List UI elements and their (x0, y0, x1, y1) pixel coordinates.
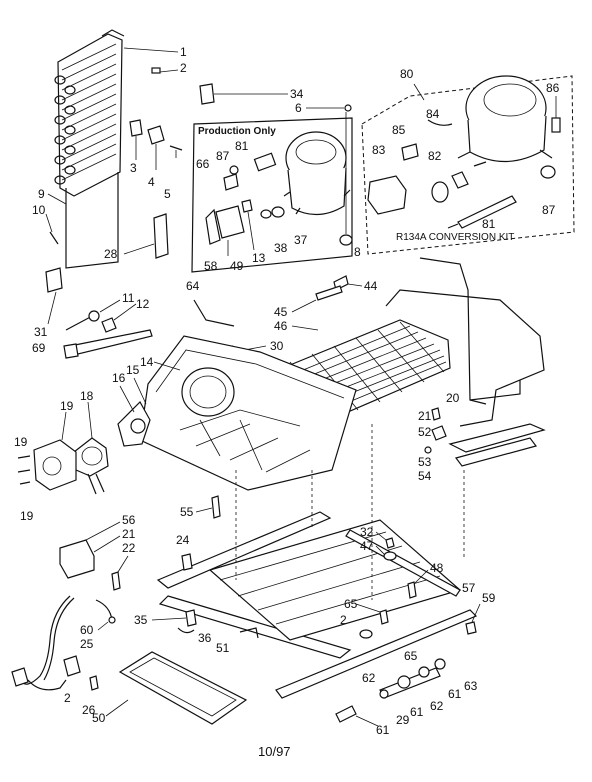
callout-47: 32 (360, 525, 374, 539)
callout-28: 28 (104, 247, 118, 261)
callout-18: 18 (80, 389, 94, 403)
callout-10: 10 (32, 203, 46, 217)
callout-52: 20 (446, 391, 460, 405)
fan-motor (73, 437, 109, 477)
valve-assembly (335, 658, 446, 723)
callout-38: 38 (274, 241, 288, 255)
callout-55: 53 (418, 455, 432, 469)
callout-50: 61 (376, 723, 390, 737)
callout-3: 3 (130, 161, 137, 175)
part-69 (68, 329, 153, 355)
callout-21-center: 55 (180, 505, 194, 519)
callout-85: 85 (392, 123, 406, 137)
callout-34: 34 (290, 87, 304, 101)
callout-54: 52 (418, 425, 432, 439)
part-28 (153, 213, 169, 259)
callout-21-left: 19 (20, 509, 34, 523)
callout-63: 62 (430, 699, 444, 713)
callout-84: 84 (426, 107, 440, 121)
evaporator-coil (54, 29, 125, 269)
callout-14: 14 (140, 355, 154, 369)
callout-83: 83 (372, 143, 386, 157)
revision-date: 10/97 (258, 744, 291, 759)
callout-2-frame: 65 (344, 597, 358, 611)
alignment-lines (235, 424, 465, 600)
callout-86: 86 (546, 81, 560, 95)
callout-58: 58 (204, 259, 218, 273)
callout-69: 69 (32, 341, 46, 355)
callout-30: 30 (270, 339, 284, 353)
callout-15: 15 (126, 363, 140, 377)
callout-44: 44 (364, 279, 378, 293)
callout-61-right: 63 (464, 679, 478, 693)
callout-62-bottom: 61 (410, 705, 424, 719)
callout-65-left: 62 (362, 671, 376, 685)
callout-37: 37 (294, 233, 308, 247)
fan-bracket (33, 439, 77, 491)
callout-45: 45 (274, 305, 288, 319)
callout-53: 21 (418, 409, 432, 423)
callout-31: 31 (34, 325, 48, 339)
callout-29: 50 (92, 711, 106, 725)
callout-66: 81 (235, 139, 249, 153)
part-31 (45, 267, 63, 293)
callout-35: 36 (198, 631, 212, 645)
callout-9: 9 (38, 187, 45, 201)
callout-2: 2 (180, 61, 187, 75)
callout-49: 49 (230, 259, 244, 273)
callout-87: 87 (542, 203, 556, 217)
callout-67: 66 (196, 157, 210, 171)
callout-4: 4 (148, 175, 155, 189)
callout-33: 35 (134, 613, 148, 627)
callout-60: 59 (482, 591, 496, 605)
callout-25: 60 (80, 623, 94, 637)
callout-59: 57 (462, 581, 476, 595)
callout-64: 64 (186, 279, 200, 293)
callout-81: 81 (482, 217, 496, 231)
drain-pan (118, 651, 248, 725)
callout-36: 51 (216, 641, 230, 655)
callout-82: 82 (428, 149, 442, 163)
callout-32: 24 (176, 533, 190, 547)
callout-22: 56 (122, 513, 136, 527)
part-22 (59, 539, 95, 579)
callout-13: 13 (252, 251, 266, 265)
callout-68: 87 (216, 149, 230, 163)
callout-57: 48 (430, 561, 444, 575)
part-34 (199, 83, 215, 105)
callout-23: 21 (122, 527, 136, 541)
callout-20: 19 (14, 435, 28, 449)
callout-16: 16 (112, 371, 126, 385)
callout-26: 25 (80, 637, 94, 651)
callout-12: 12 (136, 297, 150, 311)
production-only-title: Production Only (198, 126, 276, 137)
callout-61-bottom: 29 (396, 713, 410, 727)
callout-80: 80 (400, 67, 414, 81)
base-frame (156, 511, 478, 699)
callout-19: 19 (60, 399, 74, 413)
callout-1: 1 (180, 45, 187, 59)
callout-46: 46 (274, 319, 288, 333)
callout-5: 5 (164, 187, 171, 201)
r134a-conversion-kit-box: 80 R134A CONVERSION KIT (361, 67, 575, 255)
machine-compartment-base (139, 335, 357, 491)
callout-56: 54 (418, 469, 432, 483)
callout-24: 22 (122, 541, 136, 555)
callout-27: 2 (64, 691, 71, 705)
callout-2-cord: 26 (82, 703, 96, 717)
kit-label: R134A CONVERSION KIT (396, 232, 514, 243)
callout-51: 2 (340, 613, 347, 627)
callout-8: 8 (354, 245, 361, 259)
callout-11: 11 (122, 291, 135, 305)
callout-65-top: 65 (404, 649, 418, 663)
callout-62-right: 61 (448, 687, 462, 701)
power-cord (11, 595, 116, 691)
production-only-box: Production Only (191, 117, 353, 273)
callout-6: 6 (295, 101, 302, 115)
callout-48: 47 (360, 539, 374, 553)
